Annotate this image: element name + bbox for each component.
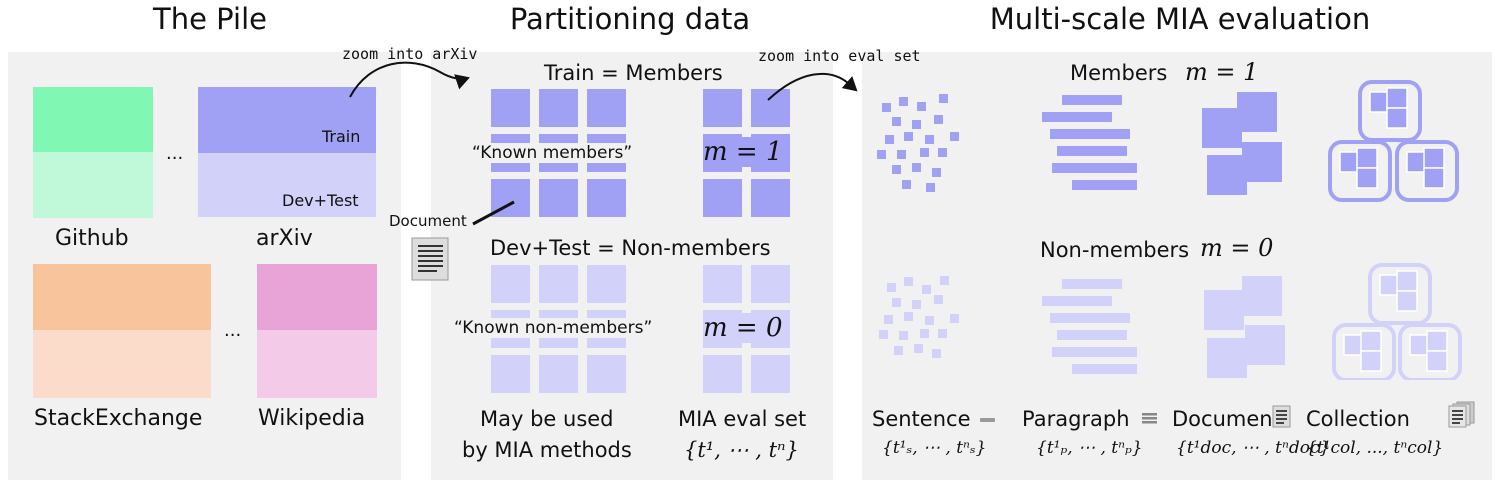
scale-collection-label: Collection [1306, 407, 1410, 431]
nonmember-cell [491, 265, 530, 303]
nonmember-eval-cell [751, 265, 790, 303]
arxiv-train-block [198, 87, 376, 153]
evaluation-illustrations [877, 80, 1462, 380]
document-label: Document [389, 212, 467, 230]
nonmember-collection-docs [1343, 270, 1448, 372]
m-equals-1-label: m = 1 [703, 137, 783, 167]
document-pointer-line [472, 200, 515, 226]
member-eval-cell [751, 179, 790, 217]
scale-document-formula: {t¹doc, ⋯ , tⁿdoc} [1176, 438, 1331, 458]
nonmembers-label: Non-members [1040, 238, 1190, 262]
github-block-bottom [33, 152, 153, 218]
may-be-used-line1: May be used [480, 407, 614, 431]
may-be-used-line2: by MIA methods [462, 438, 632, 462]
member-sentence-scatter [877, 94, 959, 192]
stackexchange-label: StackExchange [34, 406, 203, 431]
sentence-icon [980, 418, 995, 422]
nonmember-eval-cell [703, 355, 742, 393]
arxiv-devtest-block [198, 153, 376, 217]
github-block-top [33, 87, 153, 152]
nonmember-cell [491, 355, 530, 393]
nonmember-eval-cell [703, 265, 742, 303]
wiki-block-top [257, 264, 377, 330]
nonmember-sentence-scatter [879, 276, 959, 358]
arxiv-label: arXiv [256, 226, 313, 251]
nonmember-paragraph-bars [1042, 279, 1137, 374]
zoom-into-eval-set-label: zoom into eval set [758, 47, 921, 65]
member-cell [491, 89, 530, 127]
member-cell [587, 179, 626, 217]
zoom-into-arxiv-label: zoom into arXiv [342, 45, 478, 63]
stack-block-top [33, 264, 211, 330]
github-label: Github [55, 226, 129, 251]
wiki-block-bottom [257, 330, 377, 398]
member-eval-cell [703, 89, 742, 127]
nonmember-collection-groups [1332, 263, 1462, 380]
title-evaluation: Multi-scale MIA evaluation [989, 2, 1371, 36]
nonmember-cell [587, 265, 626, 303]
train-members-title: Train = Members [544, 61, 723, 85]
nonmember-cell [539, 355, 578, 393]
member-cell [539, 179, 578, 217]
arxiv-train-label: Train [322, 127, 361, 146]
ellipsis-bottom: ... [224, 320, 242, 341]
nonmember-cell [539, 265, 578, 303]
ellipsis-top: ... [166, 143, 184, 164]
zoom-eval-arrow [767, 72, 858, 101]
known-nonmembers-label: “Known non-members” [452, 318, 655, 338]
document-icon [411, 237, 449, 281]
member-cell [539, 89, 578, 127]
scale-paragraph-formula: {t¹ₚ, ⋯ , tⁿₚ} [1036, 438, 1143, 458]
wikipedia-label: Wikipedia [258, 406, 366, 431]
scale-paragraph-label: Paragraph [1022, 407, 1130, 431]
scale-sentence-formula: {t¹ₛ, ⋯ , tⁿₛ} [882, 438, 987, 458]
member-document-squares [1202, 92, 1282, 195]
arxiv-devtest-label: Dev+Test [282, 191, 359, 210]
mia-eval-set-label: MIA eval set [678, 407, 807, 431]
member-eval-cell [703, 179, 742, 217]
nonmember-document-squares [1204, 276, 1285, 378]
member-paragraph-bars [1042, 95, 1137, 190]
member-collection-docs [1339, 87, 1445, 189]
scale-sentence-label: Sentence [872, 407, 971, 431]
scale-document-label: Document [1172, 407, 1281, 431]
nonmembers-m-label: m = 0 [1200, 234, 1274, 262]
stack-block-bottom [33, 330, 211, 398]
known-members-label: “Known members” [470, 143, 635, 163]
scale-collection-formula: {t¹col, ..., tⁿcol} [1306, 438, 1444, 458]
devtest-nonmembers-title: Dev+Test = Non-members [490, 236, 771, 260]
document-scale-icon [1272, 405, 1291, 428]
member-collection-groups [1328, 80, 1459, 202]
title-partitioning: Partitioning data [509, 2, 751, 36]
nonmember-cell [587, 355, 626, 393]
paragraph-icon [1142, 413, 1157, 424]
member-eval-cell [751, 89, 790, 127]
mia-eval-set-formula: {t¹, ⋯ , tⁿ} [684, 438, 799, 462]
members-m-label: m = 1 [1185, 58, 1259, 86]
member-cell [587, 89, 626, 127]
nonmember-eval-cell [751, 355, 790, 393]
members-label: Members [1070, 61, 1168, 85]
collection-icon [1448, 401, 1475, 428]
title-the-pile: The Pile [153, 2, 267, 36]
zoom-arxiv-arrow [349, 61, 470, 98]
m-equals-0-label: m = 0 [703, 313, 783, 343]
